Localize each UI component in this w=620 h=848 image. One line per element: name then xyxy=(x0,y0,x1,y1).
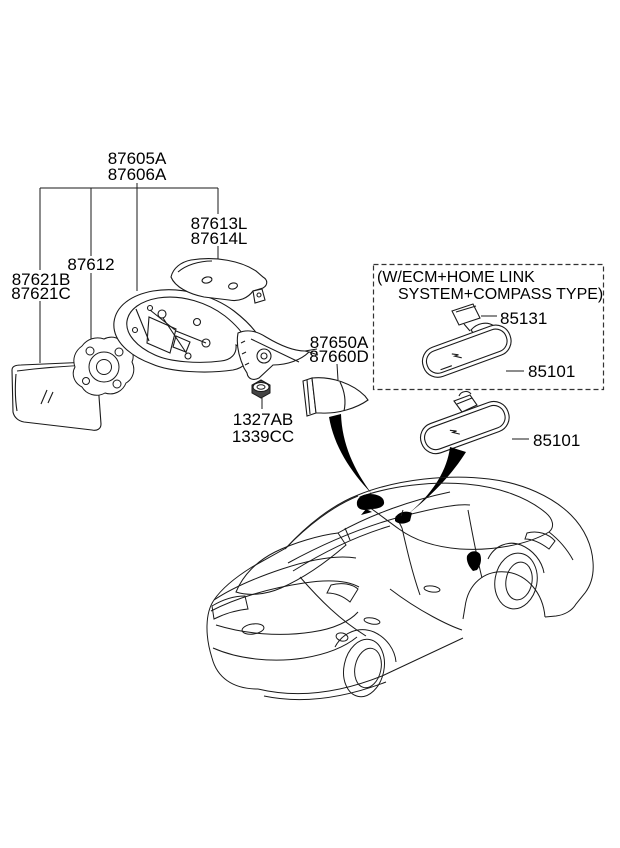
leader-lines xyxy=(39,183,529,440)
label-nut-1: 1327AB xyxy=(233,410,294,429)
part-labels: 87605A 87606A 87613L 87614L 87612 87621B… xyxy=(11,149,580,450)
housing-internal-bracket xyxy=(131,304,211,360)
fuel-door xyxy=(335,632,349,642)
label-nut-2: 1339CC xyxy=(232,427,294,446)
glass-glare-mark xyxy=(451,353,462,359)
door-mirror-mark-near xyxy=(356,494,385,510)
car-illustration xyxy=(206,476,594,700)
leader-cover xyxy=(336,363,339,381)
ecm-note-box: (W/ECM+HOME LINK SYSTEM+COMPASS TYPE) xyxy=(372,263,605,391)
headlight xyxy=(524,531,556,550)
label-inside-mirror-std: 85101 xyxy=(533,431,580,450)
label-outside-mirror-2: 87606A xyxy=(108,165,167,184)
label-inside-mirror-ecm: 85101 xyxy=(528,362,575,381)
label-signal-lamp-2: 87614L xyxy=(191,229,248,248)
inside-mirror-mark xyxy=(395,511,412,524)
label-signal-lamp-1: 87613L xyxy=(191,214,248,233)
pointer-arrows xyxy=(329,414,466,514)
label-mirror-glass-2: 87621C xyxy=(11,284,71,303)
note-line-1: (W/ECM+HOME LINK xyxy=(377,269,535,286)
door-handle-rear xyxy=(363,617,381,625)
mirror-base-bracket xyxy=(236,330,319,380)
label-wire-connector: 85131 xyxy=(500,309,547,328)
mirror-actuator-part xyxy=(72,336,135,396)
signal-lamp-part xyxy=(170,258,268,304)
label-quarter-cover-2: 87660D xyxy=(309,347,369,366)
brand-badge xyxy=(241,623,265,635)
taillight-left xyxy=(211,595,249,620)
label-actuator: 87612 xyxy=(67,255,114,274)
dashed-border xyxy=(372,263,605,391)
arrow-to-door-mirror xyxy=(329,414,372,494)
door-handle-front xyxy=(423,585,441,593)
label-mirror-glass-1: 87621B xyxy=(12,270,71,289)
inside-mirror-ecm-part xyxy=(421,303,512,378)
label-quarter-cover-1: 87650A xyxy=(310,333,369,352)
note-line-2: SYSTEM+COMPASS TYPE) xyxy=(398,286,603,303)
mounting-nut-part xyxy=(251,379,271,399)
inside-mirror-standard-part xyxy=(419,391,510,455)
arrow-to-inside-mirror xyxy=(408,447,466,514)
wire-connector-part xyxy=(451,303,481,326)
glass-glare-mark xyxy=(449,429,460,435)
glass-reflection xyxy=(40,389,54,405)
label-outside-mirror-1: 87605A xyxy=(108,149,167,168)
taillight-right xyxy=(326,583,359,603)
mirror-housing-part xyxy=(113,289,319,380)
quarter-cover-part xyxy=(302,377,369,417)
door-mirror-mark-far xyxy=(466,551,481,571)
